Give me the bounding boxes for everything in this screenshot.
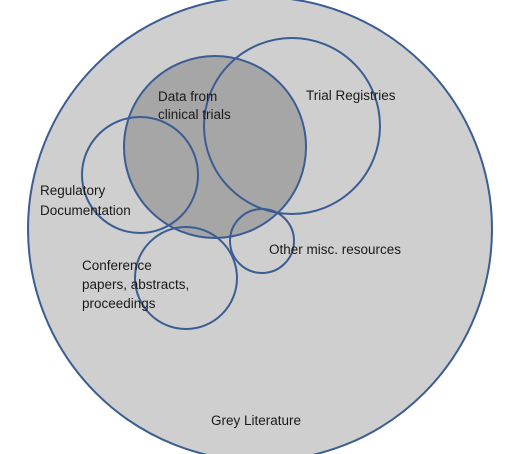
other-misc-resources-circle <box>229 208 295 274</box>
grey-literature-label: Grey Literature <box>211 413 301 428</box>
conference-papers-circle <box>134 226 238 330</box>
conference-papers-label: Conference papers, abstracts, proceeding… <box>82 258 193 311</box>
other-misc-resources-label: Other misc. resources <box>269 242 401 257</box>
regulatory-documentation-label: Regulatory Documentation <box>40 183 131 218</box>
data-from-clinical-trials-circle <box>123 55 307 239</box>
data-from-clinical-trials-label: Data from clinical trials <box>158 89 231 122</box>
regulatory-documentation-circle <box>81 116 199 234</box>
trial-registries-circle <box>203 37 381 215</box>
trial-registries-label: Trial Registries <box>306 88 396 103</box>
